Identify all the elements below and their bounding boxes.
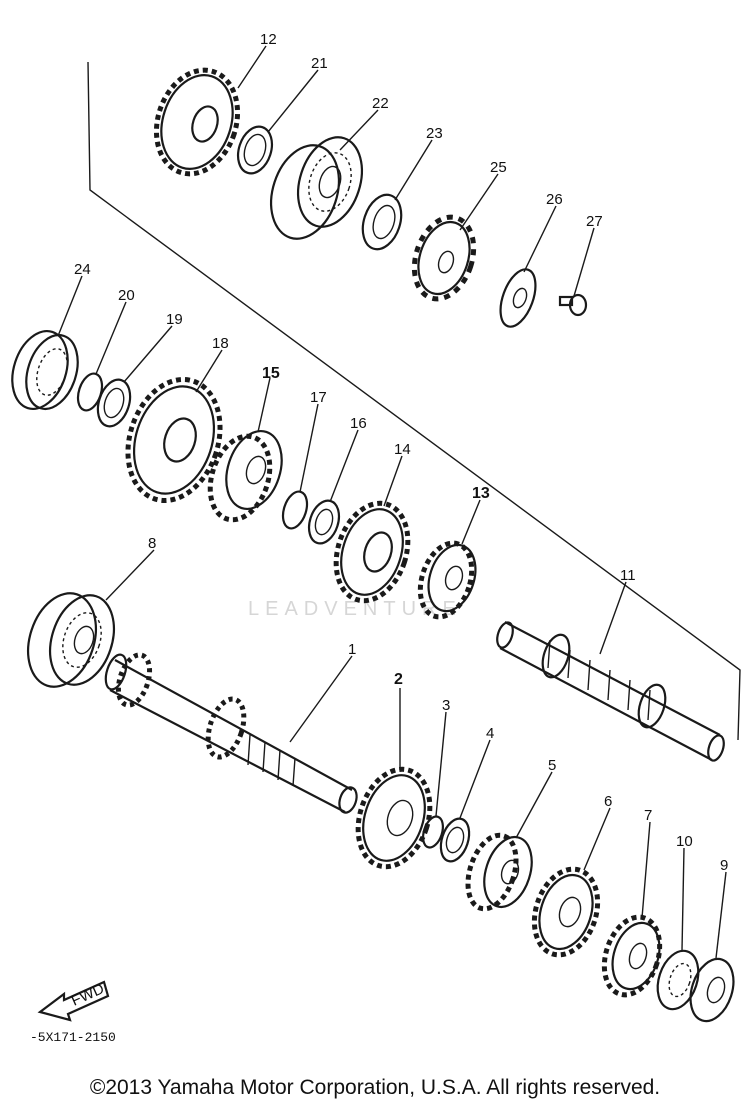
part-16-washer[interactable] [304, 497, 344, 547]
callout-12: 12 [260, 31, 277, 48]
part-13-gear[interactable] [411, 536, 483, 623]
part-8-bearing[interactable] [17, 584, 125, 695]
part-12-sprocket[interactable] [144, 60, 251, 185]
leader-10 [681, 847, 685, 951]
callout-14: 14 [394, 441, 411, 458]
leader-26 [523, 205, 557, 273]
callout-25: 25 [490, 159, 507, 176]
part-2-gear[interactable] [346, 760, 442, 876]
leader-21 [267, 69, 319, 133]
leader-24 [57, 275, 83, 337]
part-4-washer[interactable] [436, 815, 474, 865]
callout-10: 10 [676, 833, 693, 850]
part-3-circlip[interactable] [419, 814, 446, 850]
callout-24: 24 [74, 261, 91, 278]
part-23-oil-seal[interactable] [356, 190, 408, 254]
callout-11: 11 [620, 567, 636, 584]
leader-7 [641, 821, 651, 919]
leader-6 [583, 807, 611, 871]
part-27-bolt[interactable] [558, 293, 588, 317]
leader-9 [715, 871, 727, 959]
callout-3: 3 [442, 697, 450, 714]
callout-8: 8 [148, 535, 156, 552]
part-1-main-axle[interactable] [102, 651, 360, 815]
leader-3 [435, 711, 447, 817]
leader-18 [195, 349, 223, 393]
leader-27 [573, 227, 595, 297]
part-14-gear[interactable] [324, 494, 420, 610]
part-26-lock-washer[interactable] [494, 265, 543, 332]
part-18-gear[interactable] [113, 367, 235, 512]
leader-17 [299, 403, 319, 493]
part-code: -5X171-2150 [30, 1030, 116, 1045]
callout-4: 4 [486, 725, 494, 742]
callout-27: 27 [586, 213, 603, 230]
callout-22: 22 [372, 95, 389, 112]
callout-9: 9 [720, 857, 728, 874]
watermark: LEADVENTURE [248, 598, 462, 620]
leader-16 [329, 429, 359, 503]
leader-20 [95, 301, 127, 375]
callout-18: 18 [212, 335, 229, 352]
callout-16: 16 [350, 415, 367, 432]
leader-15 [257, 377, 271, 433]
part-6-gear[interactable] [524, 861, 608, 963]
part-21-washer[interactable] [232, 122, 277, 178]
callout-6: 6 [604, 793, 612, 810]
assembly-frame [87, 61, 741, 741]
leader-12 [237, 45, 267, 89]
leader-19 [123, 325, 173, 383]
callout-21: 21 [311, 55, 328, 72]
part-17-circlip[interactable] [279, 489, 312, 532]
leader-11 [599, 581, 627, 655]
leader-23 [394, 139, 433, 201]
callout-5: 5 [548, 757, 556, 774]
part-25-drive-sprocket[interactable] [404, 209, 483, 306]
callout-19: 19 [166, 311, 183, 328]
copyright-notice: ©2013 Yamaha Motor Corporation, U.S.A. A… [89, 1076, 661, 1099]
leader-22 [339, 109, 379, 151]
leader-25 [459, 173, 499, 231]
part-22-bearing[interactable] [260, 129, 373, 248]
part-9-oil-seal[interactable] [683, 953, 741, 1026]
part-24-bearing[interactable] [3, 324, 87, 416]
leader-5 [515, 771, 553, 839]
part-11-drive-axle[interactable] [494, 620, 726, 762]
callout-1: 1 [348, 641, 356, 658]
callout-23: 23 [426, 125, 443, 142]
leader-4 [459, 739, 491, 819]
callout-7: 7 [644, 807, 652, 824]
callout-26: 26 [546, 191, 563, 208]
leader-13 [461, 499, 481, 545]
part-7-gear[interactable] [595, 910, 669, 1002]
part-19-washer[interactable] [92, 376, 135, 431]
leader-14 [383, 455, 403, 507]
callout-17: 17 [310, 389, 327, 406]
callout-15: 15 [262, 365, 280, 382]
part-10-bearing[interactable] [651, 946, 706, 1015]
part-15-gear[interactable] [200, 424, 291, 528]
callout-2: 2 [394, 671, 403, 688]
leader-1 [289, 655, 353, 743]
fwd-arrow-icon: FWD [37, 980, 110, 1022]
leader-8 [105, 549, 155, 601]
callout-20: 20 [118, 287, 135, 304]
callout-13: 13 [472, 485, 490, 502]
part-5-gear[interactable] [459, 829, 540, 915]
